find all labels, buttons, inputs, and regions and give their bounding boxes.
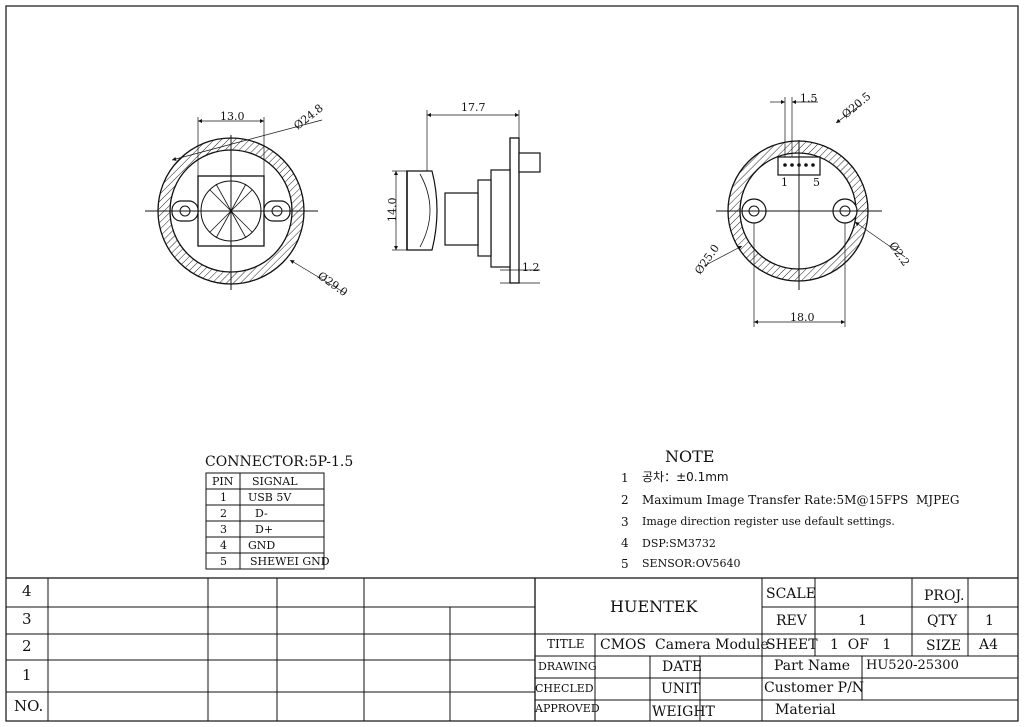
proj-label: PROJ. — [924, 588, 965, 604]
sheet-value: 1 OF 1 — [830, 637, 892, 653]
front-view — [145, 117, 346, 294]
customer-pn-label: Customer P/N — [764, 680, 865, 696]
title-block-grid — [6, 577, 1018, 721]
sheet-border — [5, 5, 1019, 722]
company-name: HUENTEK — [610, 597, 698, 616]
note-text: SENSOR:OV5640 — [642, 557, 741, 570]
size-value: A4 — [979, 637, 999, 653]
rev-value: 1 — [858, 613, 867, 629]
note-text: Maximum Image Transfer Rate:5M@15FPS MJP… — [642, 493, 960, 507]
rev-row-label: NO. — [14, 697, 44, 715]
approved-label: APPROVED — [535, 702, 600, 715]
back-dim-pitch: 1.5 — [800, 92, 818, 105]
note-number: 1 — [621, 471, 629, 485]
connector-row-pin: 4 — [220, 539, 227, 552]
back-pin-first: 1 — [781, 176, 788, 189]
connector-row-pin: 3 — [220, 523, 227, 536]
connector-row-signal: USB 5V — [248, 491, 292, 504]
size-label: SIZE — [926, 638, 962, 654]
note-number: 4 — [621, 536, 629, 550]
connector-header-pin: PIN — [212, 475, 234, 488]
date-label: DATE — [662, 659, 703, 675]
connector-row-pin: 5 — [220, 555, 227, 568]
rev-row-label: 3 — [22, 610, 32, 628]
part-name-value: HU520-25300 — [866, 658, 959, 673]
title-value: CMOS Camera Module — [600, 637, 769, 653]
rev-row-label: 4 — [22, 582, 32, 600]
scale-label: SCALE — [766, 586, 816, 602]
back-dim-hole-spacing: 18.0 — [790, 311, 815, 324]
note-text: Image direction register use default set… — [642, 515, 895, 528]
note-number: 2 — [621, 493, 629, 507]
connector-table-grid — [205, 472, 325, 570]
note-text: 공차：±0.1mm — [642, 470, 729, 484]
note-text: DSP:SM3732 — [642, 537, 716, 550]
rev-label: REV — [776, 613, 807, 629]
rev-row-label: 1 — [22, 666, 32, 684]
note-number: 5 — [621, 557, 629, 571]
side-dim-board: 1.2 — [522, 261, 540, 274]
part-name-label: Part Name — [774, 658, 851, 674]
drawing-label: DRAWING — [538, 660, 597, 673]
connector-row-pin: 2 — [220, 507, 227, 520]
qty-value: 1 — [985, 613, 994, 629]
connector-row-pin: 1 — [220, 491, 227, 504]
notes-title: NOTE — [665, 447, 715, 466]
connector-header-signal: SIGNAL — [252, 475, 298, 488]
material-label: Material — [775, 702, 836, 718]
connector-title: CONNECTOR:5P-1.5 — [205, 454, 354, 470]
sheet-label: SHEET — [766, 637, 818, 653]
connector-row-signal: D- — [255, 507, 268, 520]
checked-label: CHECLED — [535, 682, 594, 695]
connector-row-signal: GND — [248, 539, 276, 552]
back-pin-last: 5 — [813, 176, 820, 189]
front-dim-top: 13.0 — [220, 110, 245, 123]
side-view — [392, 110, 541, 284]
side-dim-height: 14.0 — [386, 197, 399, 223]
connector-row-signal: SHEWEI GND — [250, 555, 330, 568]
connector-row-signal: D+ — [255, 523, 274, 536]
title-label: TITLE — [547, 637, 585, 651]
back-view — [703, 97, 906, 327]
note-number: 3 — [621, 515, 629, 529]
side-dim-length: 17.7 — [461, 101, 486, 114]
rev-row-label: 2 — [22, 637, 32, 655]
unit-label: UNIT — [661, 681, 700, 697]
qty-label: QTY — [927, 613, 958, 629]
weight-label: WEIGHT — [652, 704, 715, 720]
